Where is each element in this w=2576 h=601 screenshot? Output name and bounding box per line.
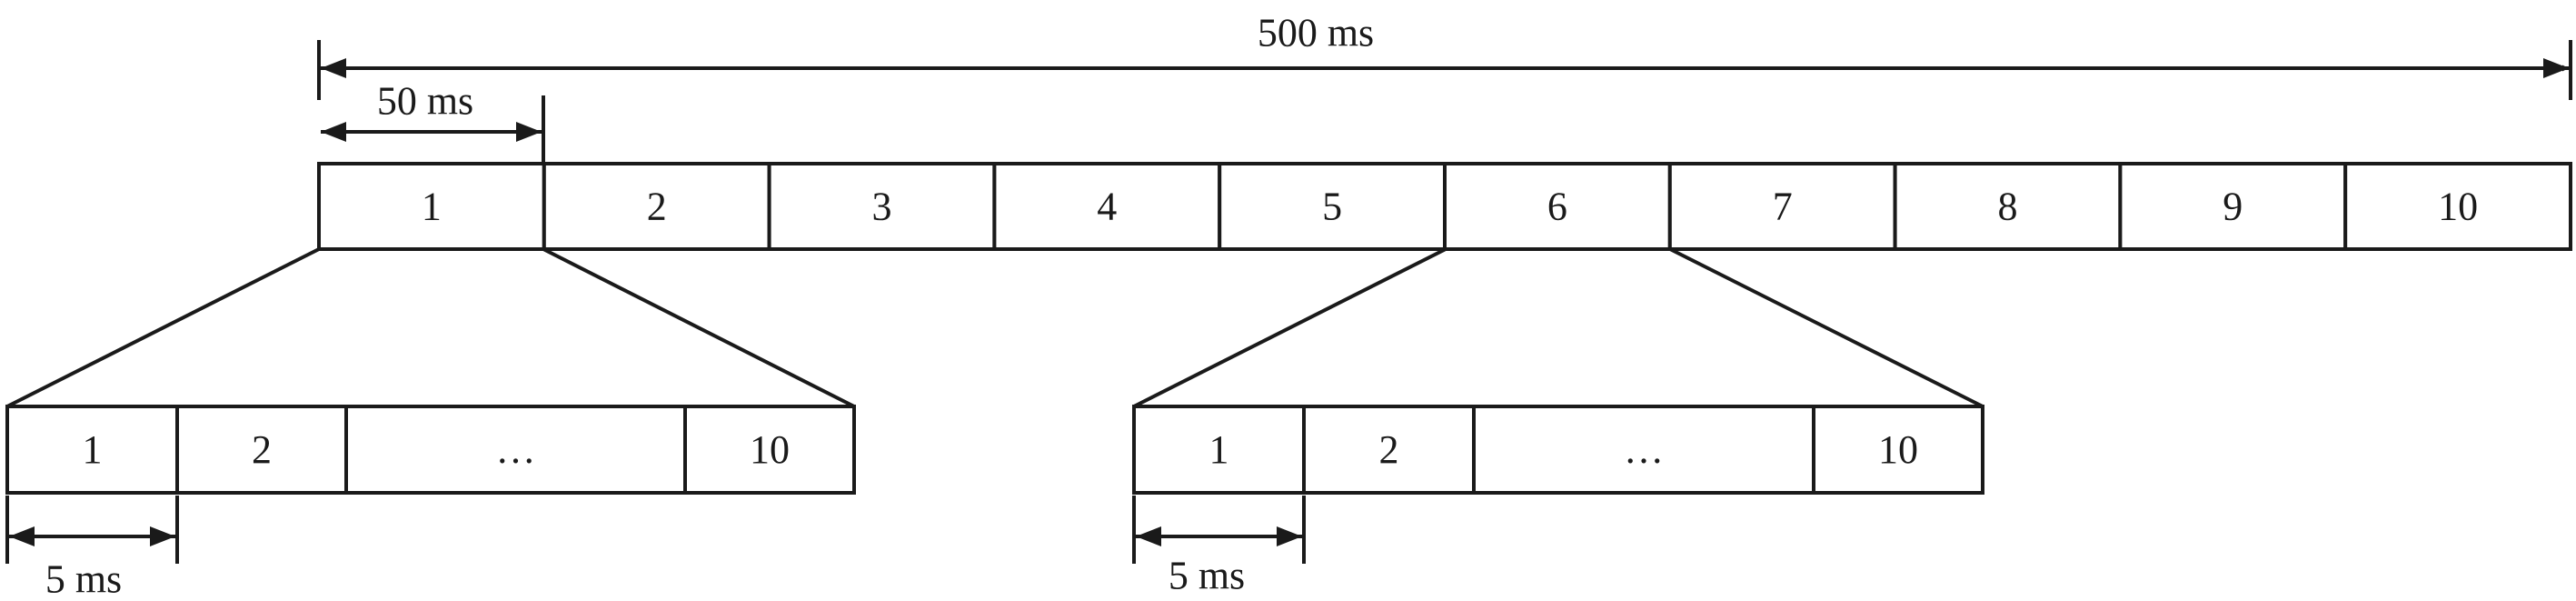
sub-slot-1-label: 10 xyxy=(750,427,790,472)
slot-duration-dimension: 50 ms xyxy=(321,79,545,164)
zoom-line-slot-1-right xyxy=(542,247,855,408)
sub-slot-1-box xyxy=(683,405,856,495)
sub-slot-2-box xyxy=(1132,405,1306,495)
sub-slot-2-3: … xyxy=(1472,405,1815,495)
subslot-duration-label-2: 5 ms xyxy=(1169,554,1245,598)
top-slot-label: 6 xyxy=(1547,185,1567,229)
sub-slot-2-label: 10 xyxy=(1878,427,1918,472)
top-slot-6: 6 xyxy=(1443,162,1672,251)
sub-slot-2-box xyxy=(1302,405,1476,495)
sub-slot-1-2: 2 xyxy=(175,405,348,495)
sub-slot-1-box xyxy=(5,405,179,495)
top-slot-label: 7 xyxy=(1773,185,1793,229)
sub-slot-row-1: 1 2 … 10 xyxy=(5,405,856,495)
sub-slot-2-4: 10 xyxy=(1812,405,1984,495)
top-slot-7: 7 xyxy=(1667,162,1897,251)
sub-slot-2-label: 2 xyxy=(1379,427,1399,472)
sub-slot-2-2: 2 xyxy=(1302,405,1476,495)
top-slot-box xyxy=(2343,162,2572,251)
top-slot-label: 8 xyxy=(1998,185,2018,229)
top-slot-5: 5 xyxy=(1218,162,1447,251)
top-slot-box xyxy=(1667,162,1897,251)
sub-slot-1-label: 2 xyxy=(252,427,272,472)
top-slot-1: 1 xyxy=(317,162,546,251)
top-slot-2: 2 xyxy=(542,162,771,251)
sub-slot-1-1: 1 xyxy=(5,405,179,495)
top-slot-label: 9 xyxy=(2223,185,2243,229)
top-slot-label: 3 xyxy=(872,185,892,229)
sub-slot-2-box xyxy=(1812,405,1984,495)
zoom-line-slot-6-left xyxy=(1133,247,1447,408)
top-slot-box xyxy=(767,162,997,251)
sub-slot-row-2: 1 2 … 10 xyxy=(1132,405,1984,495)
top-slot-row: 1 2 3 4 5 6 7 8 9 10 xyxy=(317,162,2572,251)
top-slot-box xyxy=(1218,162,1447,251)
top-slot-label: 2 xyxy=(647,185,667,229)
sub-slot-1-4: 10 xyxy=(683,405,856,495)
slot-duration-label: 50 ms xyxy=(377,79,473,124)
sub-slot-1-box xyxy=(344,405,687,495)
sub-slot-2-label: 1 xyxy=(1209,427,1229,472)
top-slot-label: 5 xyxy=(1322,185,1342,229)
top-slot-label: 4 xyxy=(1097,185,1117,229)
total-duration-label: 500 ms xyxy=(1258,11,1374,55)
zoom-line-slot-6-right xyxy=(1669,247,1984,408)
top-slot-8: 8 xyxy=(1893,162,2123,251)
subslot-duration-dimension-2: 5 ms xyxy=(1132,496,1306,598)
sub-slot-1-3: … xyxy=(344,405,687,495)
subslot-duration-dimension-1: 5 ms xyxy=(5,496,179,601)
top-slot-label: 10 xyxy=(2438,185,2478,229)
total-duration-dimension: 500 ms xyxy=(317,11,2572,100)
zoom-line-slot-1-left xyxy=(6,247,320,408)
top-slot-box xyxy=(2118,162,2348,251)
sub-slot-2-1: 1 xyxy=(1132,405,1306,495)
top-slot-label: 1 xyxy=(422,185,442,229)
top-slot-4: 4 xyxy=(992,162,1222,251)
sub-slot-2-label: … xyxy=(1624,427,1664,472)
zoom-connectors xyxy=(6,247,1984,408)
top-slot-10: 10 xyxy=(2343,162,2572,251)
top-slot-9: 9 xyxy=(2118,162,2348,251)
sub-slot-1-label: 1 xyxy=(83,427,103,472)
subslot-duration-label-1: 5 ms xyxy=(45,557,122,601)
top-slot-3: 3 xyxy=(767,162,997,251)
sub-slot-1-label: … xyxy=(496,427,536,472)
